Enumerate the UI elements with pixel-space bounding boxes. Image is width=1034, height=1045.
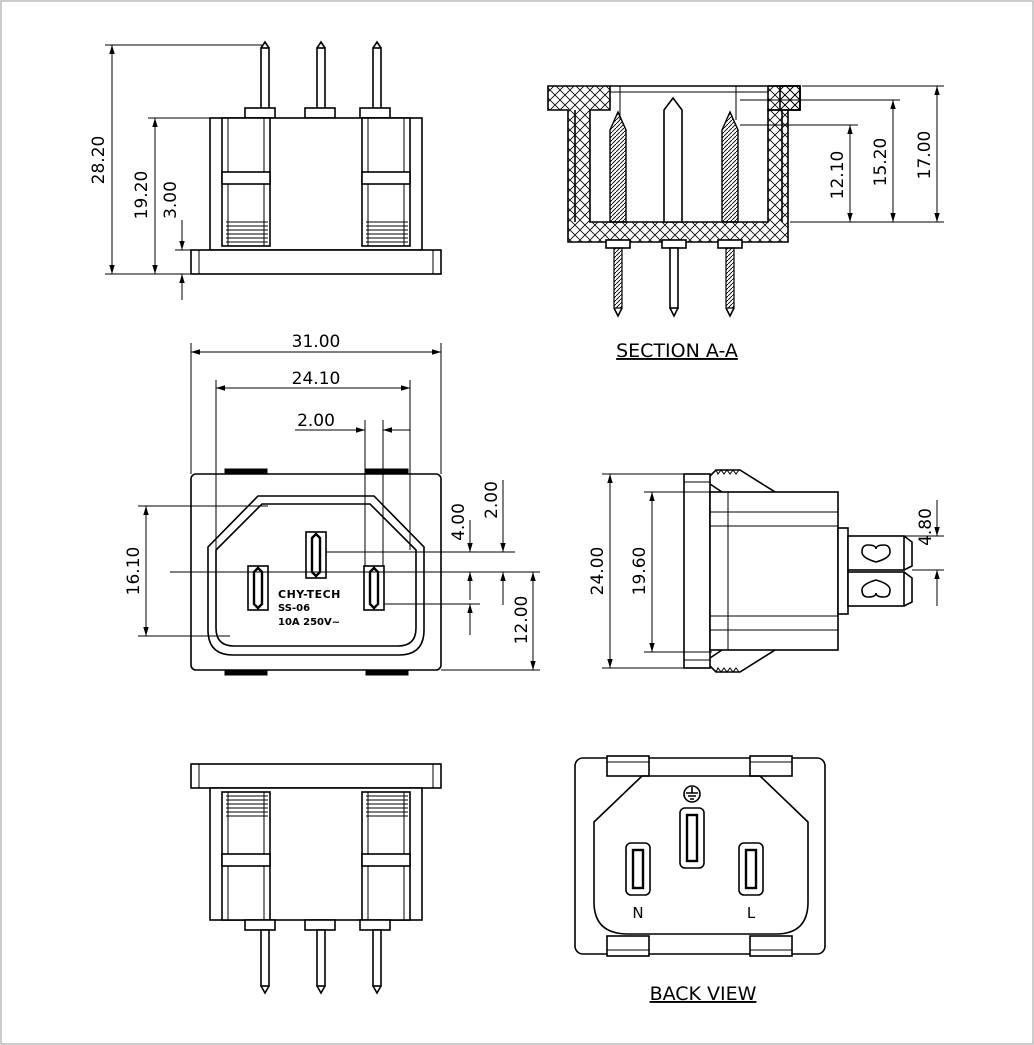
top-pins — [244, 40, 391, 119]
section-title: SECTION A-A — [616, 340, 738, 362]
dim-3-00: 3.00 — [161, 181, 181, 219]
dim-17-00: 17.00 — [915, 131, 935, 180]
dim-24-10: 24.10 — [292, 369, 341, 389]
dim-28-20: 28.20 — [89, 136, 109, 185]
neutral-label: N — [632, 904, 643, 922]
top-ribs — [226, 221, 408, 243]
dim-24-00: 24.00 — [588, 547, 608, 596]
bottom-ribs — [226, 795, 408, 817]
dim-2-00-vertical: 2.00 — [482, 481, 502, 519]
dim-12-00: 12.00 — [512, 596, 532, 645]
dim-4-80: 4.80 — [916, 508, 936, 546]
dim-31-00: 31.00 — [292, 332, 341, 352]
bottom-pins — [244, 919, 391, 995]
back-view: N L BACK VIEW — [574, 755, 826, 1005]
model-marking: SS-06 — [278, 603, 310, 614]
dim-16-10: 16.10 — [124, 547, 144, 596]
dim-19-20: 19.20 — [132, 171, 152, 220]
live-label: L — [747, 904, 756, 922]
top-view: 28.20 19.20 3.00 — [89, 40, 442, 300]
side-view: 24.00 19.60 4.80 — [588, 469, 944, 673]
dim-15-20: 15.20 — [871, 138, 891, 187]
dim-2-00-horizontal: 2.00 — [297, 411, 335, 431]
back-view-title: BACK VIEW — [650, 983, 757, 1005]
ground-symbol-icon — [683, 785, 701, 803]
dim-4-00: 4.00 — [449, 503, 469, 541]
rating-marking: 10A 250V~ — [278, 617, 340, 628]
brand-marking: CHY-TECH — [278, 588, 341, 601]
dim-12-10: 12.10 — [828, 151, 848, 200]
bottom-view — [190, 763, 442, 995]
front-view: CHY-TECH SS-06 10A 250V~ 31.00 24.10 2.0… — [124, 332, 540, 676]
dim-19-60: 19.60 — [630, 547, 650, 596]
section-a-a: 12.10 15.20 17.00 SECTION A-A — [547, 85, 944, 362]
